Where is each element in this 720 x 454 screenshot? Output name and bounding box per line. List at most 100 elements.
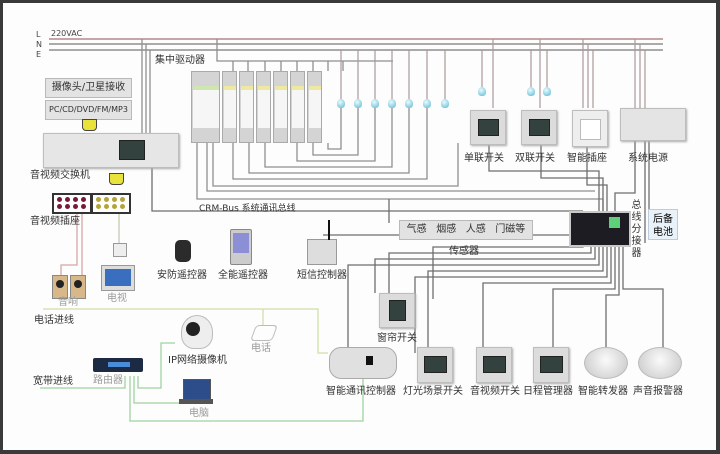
router-label: 路由器 [93,375,123,386]
remote-label-universal: 全能遥控器 [218,270,268,281]
socket-jack-icon [81,197,86,202]
socket-jack-icon [65,204,70,209]
light-bulb-icon [527,87,535,96]
light-bulb-icon [388,99,396,108]
tv-label: 电视 [107,293,127,304]
remote-label-sms: 短信控制器 [297,270,347,281]
power-rails [49,38,663,51]
light-bulb-icon [478,87,486,96]
light-bulb-icon [371,99,379,108]
bottom-device-label-4: 日程管理器 [523,386,573,397]
driver-module [307,71,322,143]
phone-wires [43,308,328,354]
connector-icon [82,119,97,131]
socket-jack-icon [96,197,101,202]
backup-battery: 后备电池 [648,209,678,240]
av-socket-yellow [91,193,131,214]
sensor-door: 门磁等 [495,224,526,235]
tv-outlet-icon [113,243,127,257]
sms-controller-icon [307,220,337,265]
bottom-device-label-3: 音视频开关 [470,386,520,397]
ip-camera-icon [181,315,213,349]
network-wires [40,342,364,422]
socket-jack-icon [120,197,125,202]
light-bulb-icon [337,99,345,108]
bulb-drops [340,39,646,108]
av-wires [60,210,83,275]
phone-line-label: 电话进线 [34,315,74,326]
light-scene-switch-icon [417,347,453,383]
socket-jack-icon [57,197,62,202]
broadband-label: 宽带进线 [33,376,73,387]
switcher-label: 音视频交换机 [30,170,90,181]
schedule-manager-icon [533,347,569,383]
pc-label: 电脑 [189,408,209,419]
socket-jack-icon [73,204,78,209]
socket-jack-icon [104,197,109,202]
av-source-camera: 摄像头/卫星接收 [45,78,132,98]
light-bulb-icon [441,99,449,108]
ipcam-label: IP网络摄像机 [168,355,227,366]
switcher-feed [141,39,604,213]
driver-module [290,71,305,143]
bus-distributor [569,211,631,247]
top-device-label-1: 双联开关 [515,153,555,164]
bottom-device-label-6: 声音报警器 [633,386,683,397]
central-driver [191,71,331,143]
driver-module [256,71,271,143]
remote-label-security: 安防遥控器 [157,270,207,281]
sensor-gas: 气感 [406,224,427,235]
security-remote-icon [175,240,191,262]
voltage-label: 220VAC [51,29,83,38]
socket-jack-icon [104,204,109,209]
smart-socket-icon [572,110,608,147]
curtain-switch-icon [379,293,415,328]
socket-jack-icon [57,204,62,209]
socket-jack-icon [96,204,101,209]
driver-module [222,71,237,143]
socket-jack-icon [120,204,125,209]
av-socket-red [52,193,92,214]
single-switch-icon [470,110,506,145]
laptop-base [179,399,213,404]
top-device-label-0: 单联开关 [464,153,504,164]
socket-jack-icon [65,197,70,202]
rail-l-label: L [36,30,41,39]
sensor-smoke: 烟感 [436,224,457,235]
socket-jack-icon [81,204,86,209]
tv-icon [101,265,135,291]
light-bulb-icon [543,87,551,96]
router-icon [93,358,143,372]
wiring-diagram: L N E 220VAC 集中驱动器 摄像头/卫星接收 PC/CD/DVD/FM… [3,3,716,450]
socket-jack-icon [112,197,117,202]
laptop-icon [183,379,211,401]
light-bulb-icon [423,99,431,108]
distributor-led-icon [609,217,620,228]
av-switch-icon [476,347,512,383]
speaker-label: 音响 [58,297,78,308]
connector-icon-2 [109,173,124,185]
socket-jack-icon [112,204,117,209]
sensor-label: 传感器 [449,246,479,257]
bottom-device-label-5: 智能转发器 [578,386,628,397]
driver-module [191,71,220,143]
double-switch-icon [521,110,557,145]
sensor-motion: 人感 [465,224,486,235]
light-bulb-icon [405,99,413,108]
top-device-label-3: 系统电源 [628,153,668,164]
driver-module [273,71,288,143]
bus-label: CRM-Bus 系统通讯总线 [199,204,296,214]
av-switcher [43,133,179,168]
rail-e-label: E [36,50,42,59]
rail-n-label: N [36,40,42,49]
phone-label: 电话 [251,343,271,354]
system-power-icon [620,108,686,141]
distributor-label: 总线分接器 [631,200,642,259]
socket-jack-icon [73,197,78,202]
bottom-device-label-0: 窗帘开关 [377,333,417,344]
driver-label: 集中驱动器 [155,55,205,66]
sensor-box: 气感 烟感 人感 门磁等 [399,220,533,240]
smart-comm-controller-icon [329,347,397,379]
socket-label: 音视频插座 [30,216,80,227]
bottom-device-label-2: 灯光场景开关 [403,386,463,397]
